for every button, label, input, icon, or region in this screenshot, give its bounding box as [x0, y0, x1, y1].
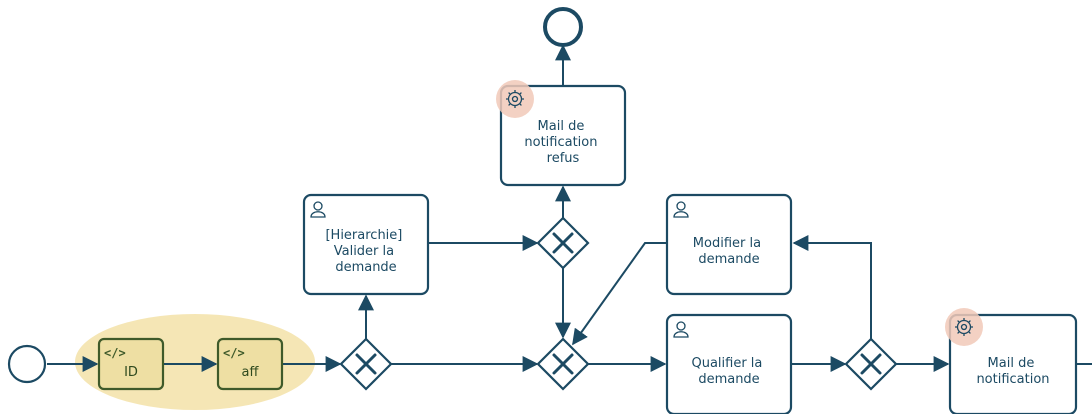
gear-icon: [506, 90, 524, 108]
task-label: Mail de notification refus: [524, 119, 601, 166]
end-event[interactable]: [543, 7, 583, 47]
user-icon: [673, 201, 689, 218]
user-task-valider[interactable]: [Hierarchie] Valider la demande: [302, 193, 430, 296]
task-label: Qualifier la demande: [691, 356, 766, 387]
service-icon-halo: [496, 80, 534, 118]
user-icon: [310, 201, 326, 218]
task-label: Mail de notification: [976, 356, 1049, 387]
script-icon: </>: [223, 346, 245, 360]
task-label: ID: [124, 365, 138, 380]
exclusive-gateway-1[interactable]: [339, 337, 393, 391]
exclusive-gateway-3[interactable]: [536, 337, 590, 391]
task-label: [Hierarchie] Valider la demande: [325, 228, 406, 275]
task-label: Modifier la demande: [693, 236, 765, 267]
user-task-modifier[interactable]: Modifier la demande: [665, 193, 793, 296]
service-icon-halo: [945, 308, 983, 346]
flow-modifier-to-gateway3[interactable]: [572, 242, 667, 346]
script-task-id[interactable]: </> ID: [97, 337, 165, 391]
service-task-mail-notification[interactable]: Mail de notification: [945, 308, 1078, 414]
sequence-flows: [47, 44, 1092, 372]
user-icon: [673, 321, 689, 338]
script-icon: </>: [104, 346, 126, 360]
script-task-aff[interactable]: </> aff: [216, 337, 284, 391]
service-task-mail-refus[interactable]: Mail de notification refus: [496, 80, 627, 187]
task-label: aff: [242, 365, 260, 380]
flow-gateway4-to-modifier[interactable]: [792, 235, 872, 339]
gear-icon: [955, 318, 973, 336]
exclusive-gateway-2[interactable]: [536, 216, 590, 270]
start-event[interactable]: [7, 344, 47, 384]
exclusive-gateway-4[interactable]: [844, 337, 898, 391]
user-task-qualifier[interactable]: Qualifier la demande: [665, 313, 793, 414]
